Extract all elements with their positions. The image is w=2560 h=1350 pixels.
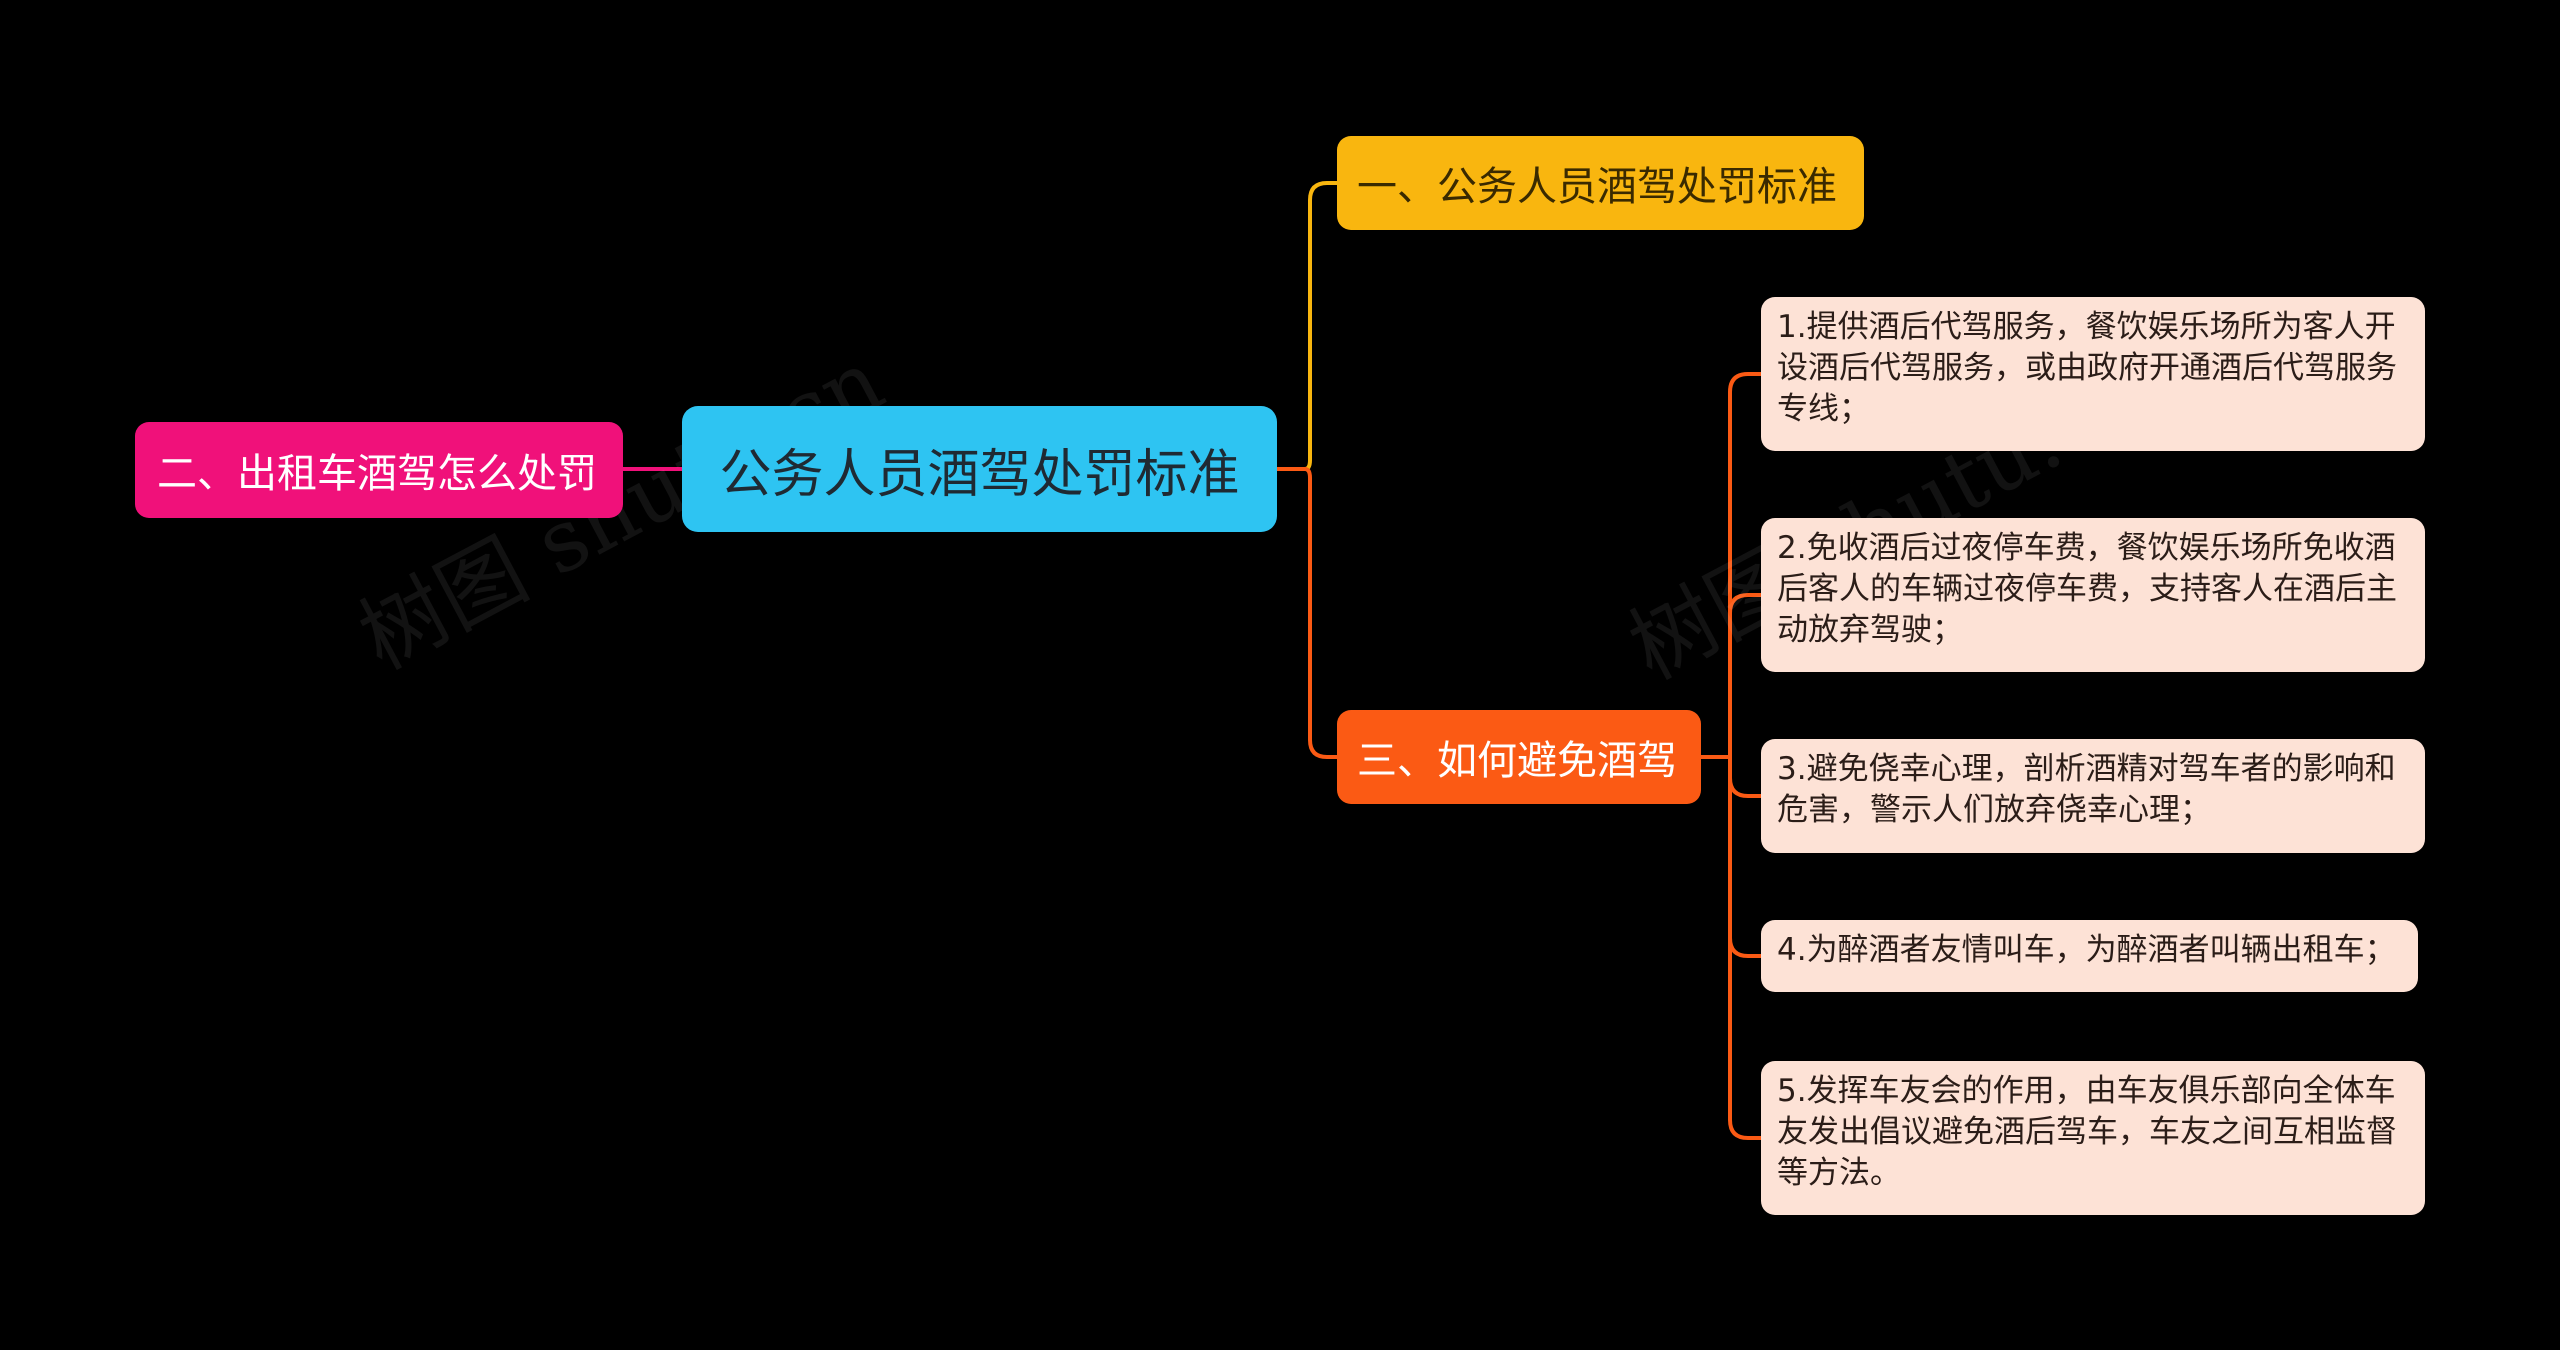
leaf-node-free-parking[interactable]: 2.免收酒后过夜停车费，餐饮娱乐场所免收酒后客人的车辆过夜停车费，支持客人在酒后… <box>1761 518 2425 672</box>
leaf-node-car-club[interactable]: 5.发挥车友会的作用，由车友俱乐部向全体车友发出倡议避免酒后驾车，车友之间互相监… <box>1761 1061 2425 1215</box>
link-leaf-1 <box>1728 372 1761 757</box>
link-root-branch-3 <box>1277 467 1337 759</box>
branch-node-civil-servant-standard[interactable]: 一、公务人员酒驾处罚标准 <box>1337 136 1864 230</box>
branch-node-avoid-drunk-driving[interactable]: 三、如何避免酒驾 <box>1337 710 1701 804</box>
leaf-node-call-taxi[interactable]: 4.为醉酒者友情叫车，为醉酒者叫辆出租车； <box>1761 920 2418 992</box>
leaf-node-designated-driver[interactable]: 1.提供酒后代驾服务，餐饮娱乐场所为客人开设酒后代驾服务，或由政府开通酒后代驾服… <box>1761 297 2425 451</box>
root-node[interactable]: 公务人员酒驾处罚标准 <box>682 406 1277 532</box>
branch-node-label: 一、公务人员酒驾处罚标准 <box>1357 164 1837 210</box>
branch-node-label: 三、如何避免酒驾 <box>1357 738 1677 784</box>
leaf-node-avoid-luck[interactable]: 3.避免侥幸心理，剖析酒精对驾车者的影响和危害，警示人们放弃侥幸心理； <box>1761 739 2425 853</box>
link-leaf-3 <box>1728 757 1761 798</box>
root-node-label: 公务人员酒驾处罚标准 <box>719 444 1240 505</box>
link-leaf-4 <box>1728 757 1761 958</box>
link-leaf-2 <box>1728 593 1761 757</box>
link-leaf-5 <box>1728 757 1761 1140</box>
branch-node-label: 二、出租车酒驾怎么处罚 <box>157 451 597 497</box>
link-root-branch-1 <box>1277 181 1337 471</box>
branch-node-taxi-penalty[interactable]: 二、出租车酒驾怎么处罚 <box>135 422 623 518</box>
